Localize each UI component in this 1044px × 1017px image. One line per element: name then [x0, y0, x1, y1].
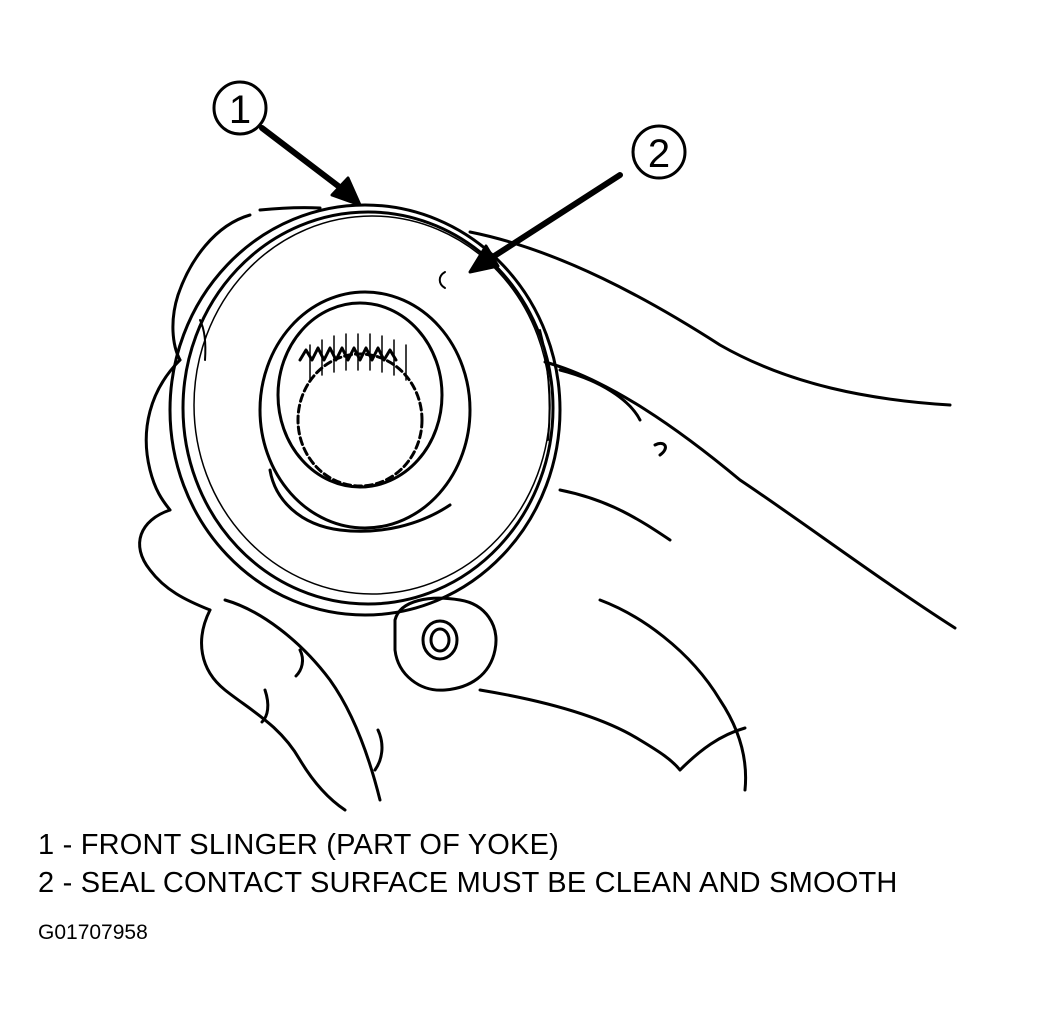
hand-drawing — [138, 206, 957, 812]
legend-item-2: 2 - SEAL CONTACT SURFACE MUST BE CLEAN A… — [38, 867, 898, 899]
yoke-hub — [258, 290, 472, 533]
front-slinger-flange — [168, 203, 562, 617]
legend-item-1: 1 - FRONT SLINGER (PART OF YOKE) — [38, 829, 559, 861]
legend: 1 - FRONT SLINGER (PART OF YOKE) 2 - SEA… — [38, 826, 898, 902]
callout-1-marker: 1 — [212, 80, 268, 136]
yoke-illustration: 1 2 — [138, 80, 957, 812]
callout-2-number: 2 — [648, 132, 670, 176]
callout-1-number: 1 — [229, 88, 251, 132]
callout-2-marker: 2 — [631, 124, 687, 180]
callout-1-leader — [259, 125, 362, 207]
callout-2-leader — [468, 172, 623, 274]
figure-id: G01707958 — [38, 921, 148, 944]
